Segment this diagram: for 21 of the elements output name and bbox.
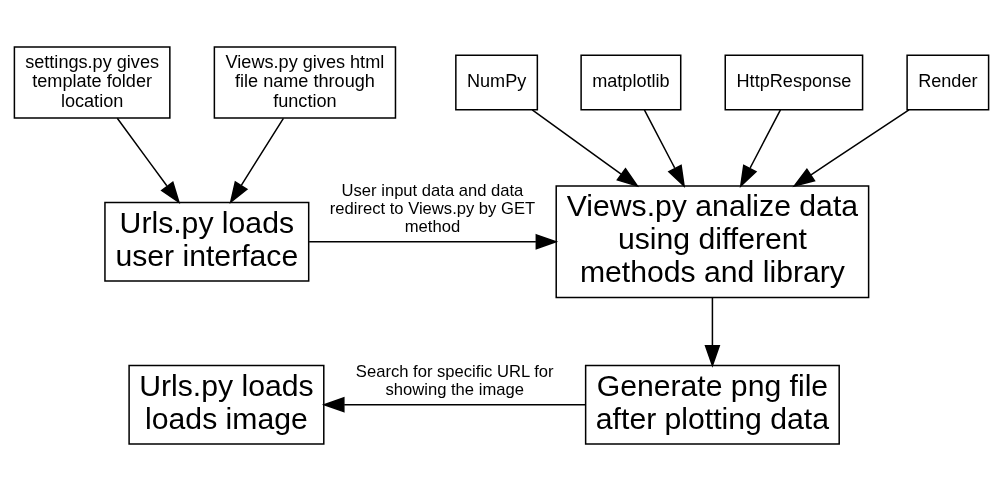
arrow bbox=[229, 117, 285, 205]
arrow bbox=[531, 109, 640, 188]
arrow bbox=[308, 233, 559, 250]
arrow bbox=[704, 297, 721, 368]
node-box: Views.py gives html file name through function bbox=[213, 46, 397, 119]
arrow bbox=[643, 109, 686, 188]
arrow bbox=[792, 109, 910, 188]
arrow bbox=[321, 396, 587, 413]
edge-label: User input data and data redirect to Views.py by GET method bbox=[329, 181, 536, 237]
arrow bbox=[116, 117, 181, 205]
node-box: Views.py analize data using different methods and library bbox=[555, 185, 870, 299]
node-box: matplotlib bbox=[580, 54, 682, 111]
node-box: Urls.py loads user interface bbox=[104, 201, 310, 282]
node-box: Generate png file after plotting data bbox=[584, 364, 840, 445]
edge-label: Search for specific URL for showing the image bbox=[355, 362, 554, 400]
node-box: Render bbox=[906, 54, 990, 111]
node-box: NumPy bbox=[455, 54, 539, 111]
node-box: HttpResponse bbox=[724, 54, 864, 111]
node-box: Urls.py loads loads image bbox=[128, 364, 325, 445]
arrow bbox=[739, 109, 782, 188]
node-box: settings.py gives template folder location bbox=[13, 46, 171, 119]
